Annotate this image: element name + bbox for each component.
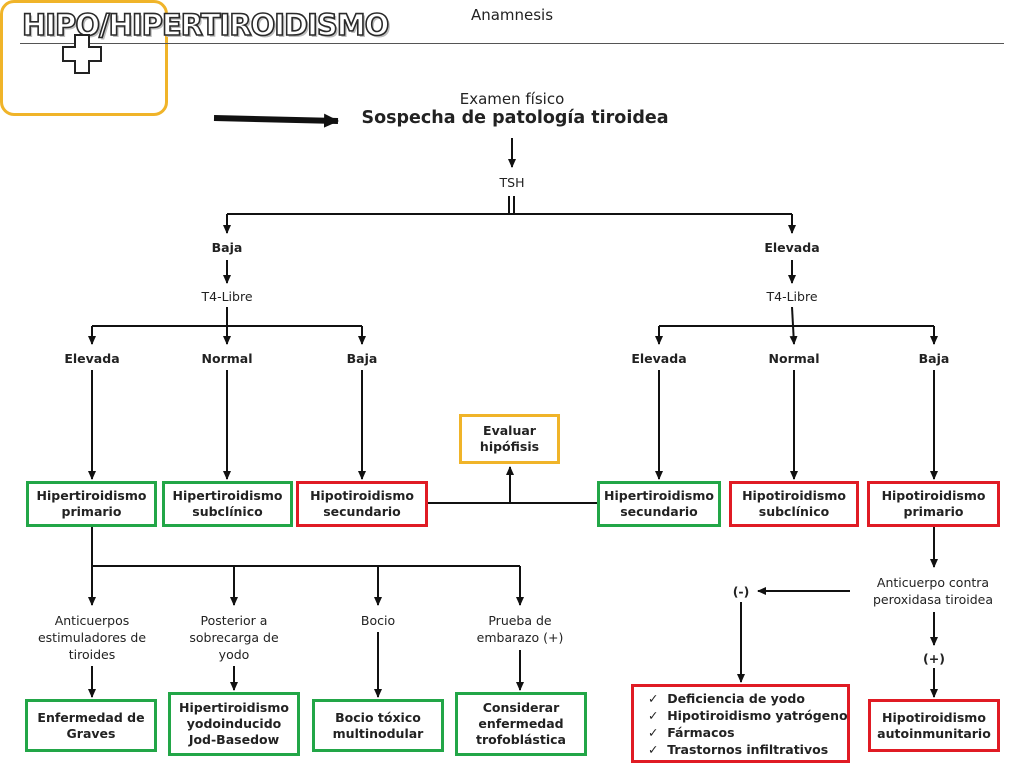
right-result-baja: Baja xyxy=(918,351,950,366)
checkmark-icon: ✓ xyxy=(648,725,659,740)
left-result-normal: Normal xyxy=(201,351,253,366)
right-result-elevada: Elevada xyxy=(631,351,687,366)
left-result-elevada: Elevada xyxy=(64,351,120,366)
list-item: ✓ Trastornos infiltrativos xyxy=(648,742,829,757)
checkmark-icon: ✓ xyxy=(648,742,659,757)
evaluar-line-1: Evaluar xyxy=(483,423,536,438)
evaluar-line-2: hipófisis xyxy=(479,439,540,454)
checkmark-icon: ✓ xyxy=(648,691,659,706)
left-t4-label: T4-Libre xyxy=(201,289,253,304)
anamnesis-label: Anamnesis xyxy=(470,6,554,24)
plus-outline-icon xyxy=(62,34,102,74)
left-result-baja: Baja xyxy=(346,351,378,366)
right-t4-label: T4-Libre xyxy=(766,289,818,304)
tsh-low-label: Baja xyxy=(211,240,243,255)
tsh-high-label: Elevada xyxy=(764,240,820,255)
list-item: ✓ Deficiencia de yodo xyxy=(648,691,805,706)
tsh-label: TSH xyxy=(499,175,525,190)
list-item: ✓ Hipotiroidismo yatrógeno xyxy=(648,708,848,723)
negative-result-label: (-) xyxy=(732,584,750,599)
anamnesis-exam-box: Anamnesis Examen físico xyxy=(0,0,564,116)
list-item: ✓ Fármacos xyxy=(648,725,735,740)
start-to-suspicion-arrow xyxy=(213,113,339,128)
title-divider xyxy=(20,43,1004,44)
cause-bocio: Bocio xyxy=(360,613,396,628)
positive-result-label: (+) xyxy=(923,651,945,666)
negative-causes-list: ✓ Deficiencia de yodo ✓ Hipotiroidismo y… xyxy=(631,684,850,763)
examen-fisico-label: Examen físico xyxy=(459,90,565,108)
suspicion-heading: Sospecha de patología tiroidea xyxy=(361,108,669,128)
checkmark-icon: ✓ xyxy=(648,708,659,723)
right-result-normal: Normal xyxy=(768,351,820,366)
